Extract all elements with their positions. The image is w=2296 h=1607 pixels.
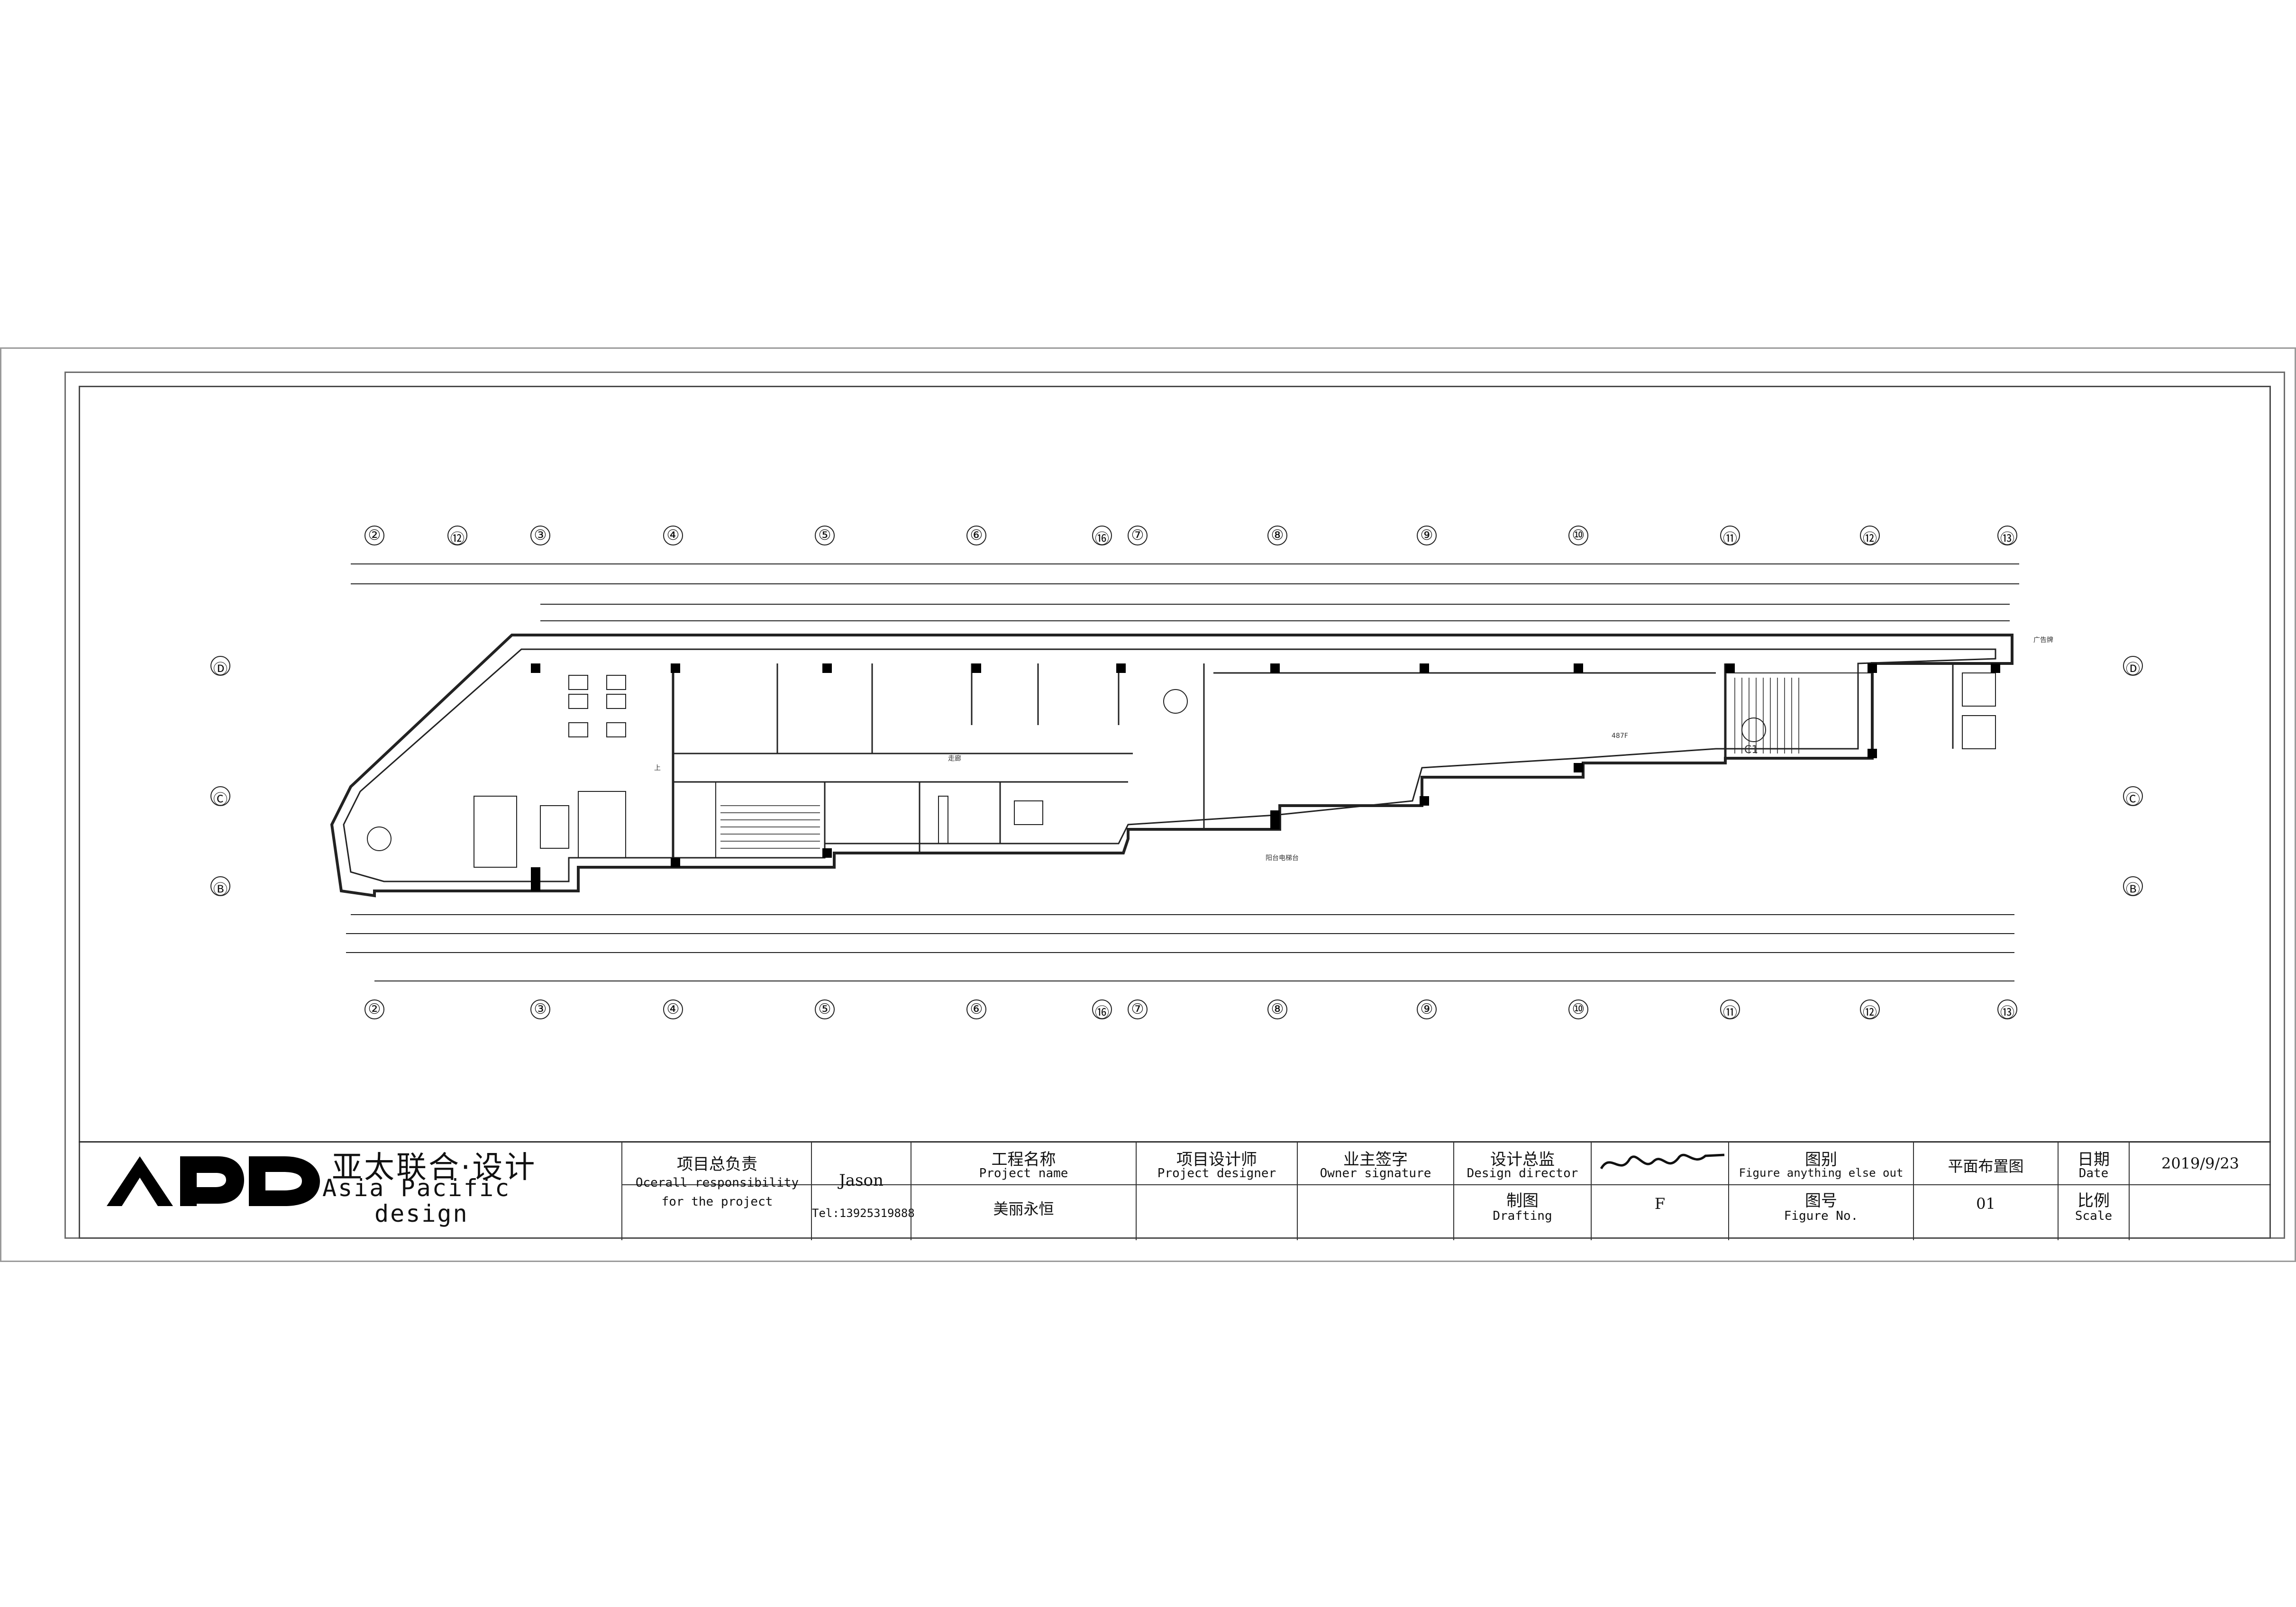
axis-label-top: ⑤ (818, 527, 831, 544)
balcony-label: 阳台电梯台 (1266, 854, 1299, 862)
apd-logo-icon (107, 1156, 320, 1206)
owner-cell: 业主签字 Owner signature (1297, 1143, 1453, 1240)
axis-label-bottom: ⑨ (1420, 1001, 1433, 1017)
axis-label-bottom: ⑤ (818, 1001, 831, 1017)
axis-label-bottom: ⑧ (1271, 1001, 1284, 1017)
axis-label-top: ⑩ (1572, 527, 1585, 544)
designer-cell: 项目设计师 Project designer (1136, 1143, 1297, 1240)
outer-frame (0, 347, 2296, 1262)
responsible-person-cell: Jason Tel:13925319888 (811, 1143, 915, 1240)
axis-label-top: ⑧ (1271, 527, 1284, 544)
axis-label-right: Ⓑ (2126, 881, 2140, 898)
axis-label-bottom: ⑯ (1095, 1005, 1109, 1021)
director-signature (1600, 1153, 1725, 1170)
stair-up-label: 上 (654, 764, 661, 772)
axis-label-top: ④ (666, 527, 680, 544)
signature-cell: F (1591, 1143, 1728, 1240)
axis-label-top: ⑫ (1863, 531, 1877, 547)
axis-label-top: ⑯ (1095, 531, 1109, 547)
axis-label-top: ⑬ (2000, 531, 2014, 547)
date-value-cell: 2019/9/23 (2129, 1143, 2271, 1240)
label-c1: C1 (1744, 744, 1758, 756)
axis-label-top: ⑦ (1131, 527, 1144, 544)
axis-label-top: ⑪ (1723, 531, 1737, 547)
director-cell: 设计总监 Design director 制图 Drafting (1453, 1143, 1591, 1240)
axis-label-bottom: ⑪ (1723, 1005, 1737, 1021)
axis-label-bottom: ④ (666, 1001, 680, 1017)
figure-cell: 图别 Figure anything else out 图号 Figure No… (1728, 1143, 1913, 1240)
company-name-zh: 亚太联合·设计 (332, 1150, 537, 1185)
axis-label-bottom: ⑥ (970, 1001, 983, 1017)
axis-label-bottom: ③ (534, 1001, 547, 1017)
axis-label-right: Ⓒ (2126, 791, 2140, 808)
project-name-cell: 工程名称 Project name 美丽永恒 (911, 1143, 1136, 1240)
axis-label-bottom: ② (368, 1001, 381, 1017)
axis-label-bottom: ⑩ (1572, 1001, 1585, 1017)
axis-label-top: ② (368, 527, 381, 544)
axis-label-left: Ⓑ (213, 881, 228, 898)
axis-label-top: ⑨ (1420, 527, 1433, 544)
company-name-en-1: Asia Pacific (322, 1174, 511, 1202)
axis-label-right: Ⓓ (2126, 661, 2140, 678)
axis-label-left: Ⓒ (213, 791, 228, 808)
axis-label-left: Ⓓ (213, 661, 228, 678)
axis-label-bottom: ⑫ (1863, 1005, 1877, 1021)
axis-label-top: ③ (534, 527, 547, 544)
floor-plan (210, 526, 2143, 1019)
date-scale-cell: 日期 Date 比例 Scale (2058, 1143, 2129, 1240)
title-block: 项目总负责 Ocerall responsibility for the pro… (79, 1141, 2271, 1240)
figure-value-cell: 平面布置图 01 (1913, 1143, 2058, 1240)
hall-area-label: 487F (1612, 732, 1628, 740)
axis-label-bottom: ⑬ (2000, 1005, 2014, 1021)
company-name-en-2: design (374, 1200, 469, 1227)
corridor-label: 走廊 (948, 755, 961, 763)
axis-label-top: ⑫ (450, 531, 465, 547)
drawing-border (79, 386, 2271, 1239)
axis-label-top: ⑥ (970, 527, 983, 544)
axis-label-bottom: ⑦ (1131, 1001, 1144, 1017)
responsibility-cell: 项目总负责 Ocerall responsibility for the pro… (621, 1143, 887, 1240)
ad-sign-label: 广告牌 (2033, 636, 2053, 644)
